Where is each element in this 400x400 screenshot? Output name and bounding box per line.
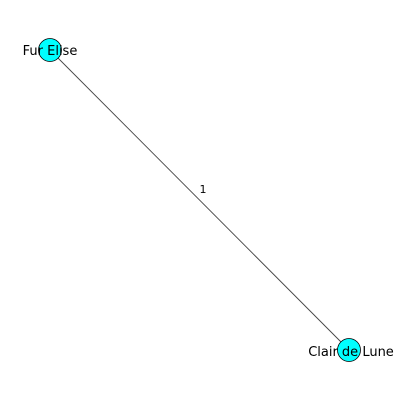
edge-line <box>49 49 350 351</box>
node-fur-elise[interactable]: Fur Elise <box>23 38 78 62</box>
node-label: Clair de Lune <box>308 345 394 360</box>
node-circle[interactable] <box>337 338 361 362</box>
node-label: Fur Elise <box>23 44 78 59</box>
node-circle[interactable] <box>38 38 62 62</box>
edge-weight-label: 1 <box>200 183 207 196</box>
node-clair-de-lune[interactable]: Clair de Lune <box>308 338 394 362</box>
edge-fur-elise-clair-de-lune: 1 <box>49 49 350 351</box>
